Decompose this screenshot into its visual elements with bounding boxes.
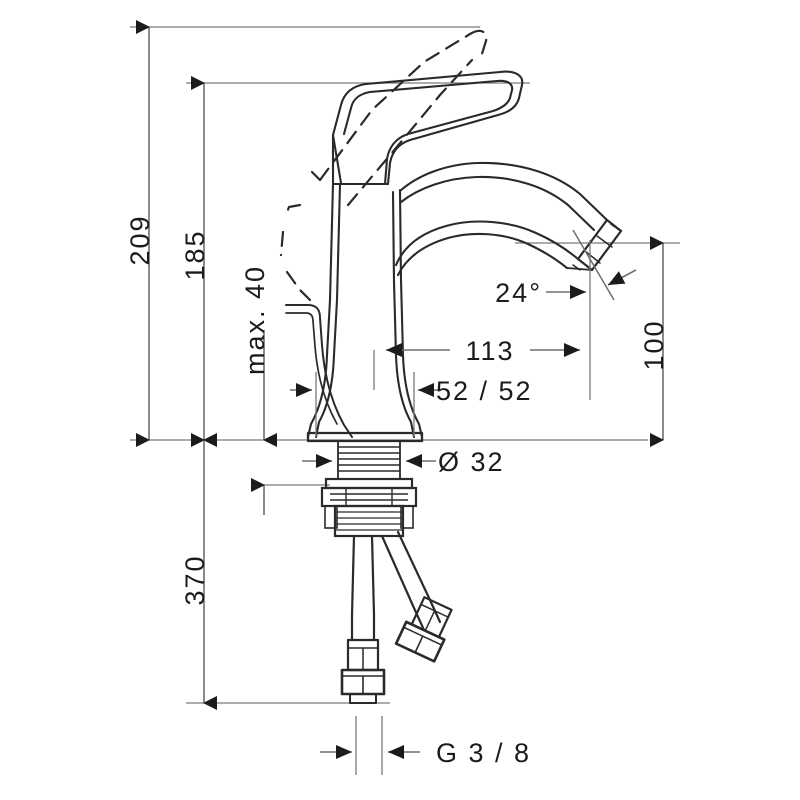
- dim-diameter-32-label: Ø 32: [438, 447, 505, 477]
- threaded-stud-sides: [324, 505, 414, 529]
- column-left-inner: [332, 182, 342, 357]
- hose-connector-left: [340, 638, 386, 704]
- hose-right-outline: [380, 534, 426, 632]
- dim-370-label: 370: [180, 554, 210, 605]
- dim-100: 100: [639, 236, 669, 447]
- base-flare-right-inner: [394, 353, 416, 439]
- lever-handle-inner: [342, 79, 514, 186]
- dim-g38: G 3 / 8: [320, 716, 531, 775]
- dim-24-deg: 24°: [495, 229, 637, 308]
- dim-max-40-label: max. 40: [240, 265, 270, 375]
- base-flare-right: [401, 353, 424, 439]
- bracket-inner-detail: [330, 488, 408, 506]
- dim-52-52: 52 / 52: [290, 372, 533, 437]
- column-left: [325, 182, 335, 357]
- spout-top-inner: [399, 175, 596, 232]
- dim-24-deg-label: 24°: [495, 278, 542, 308]
- spout-bottom: [394, 220, 580, 267]
- dim-diameter-32: Ø 32: [302, 447, 505, 477]
- dim-max-40: max. 40: [240, 265, 277, 515]
- dim-209-label: 209: [125, 214, 155, 265]
- flexible-hoses: [340, 530, 453, 704]
- lock-nut: [333, 504, 405, 538]
- dim-113: 113: [373, 240, 591, 400]
- dim-113-label: 113: [465, 336, 514, 366]
- dim-185: 185: [180, 76, 210, 447]
- dim-g38-label: G 3 / 8: [436, 738, 531, 768]
- hose-left-outline-b: [370, 534, 376, 642]
- dim-185-label: 185: [180, 229, 210, 280]
- spout-top: [398, 161, 609, 222]
- dim-370: 370: [180, 433, 217, 710]
- dim-52-52-label: 52 / 52: [436, 376, 533, 406]
- pop-up-rod-inner: [285, 312, 338, 425]
- base-flare-left: [306, 353, 329, 439]
- column-right: [398, 188, 405, 357]
- lever-open-position-dashed: [279, 29, 488, 302]
- column-right-inner: [391, 190, 398, 357]
- spout-bottom-inner: [396, 232, 569, 277]
- base-flare-left-inner: [314, 353, 336, 439]
- lever-handle-front-face: [331, 133, 343, 185]
- lock-nut-hatching: [335, 511, 403, 531]
- hose-connector-right: [394, 596, 453, 663]
- aerator-detail-lines: [572, 235, 613, 271]
- pop-up-rod: [285, 304, 353, 438]
- shank-thread-hatching: [338, 446, 400, 472]
- faucet-body-outline: [279, 29, 623, 443]
- hose-left-outline: [350, 534, 356, 642]
- dim-100-label: 100: [639, 319, 669, 370]
- dim-209: 209: [125, 20, 155, 447]
- mounting-shank-assembly: [320, 440, 418, 538]
